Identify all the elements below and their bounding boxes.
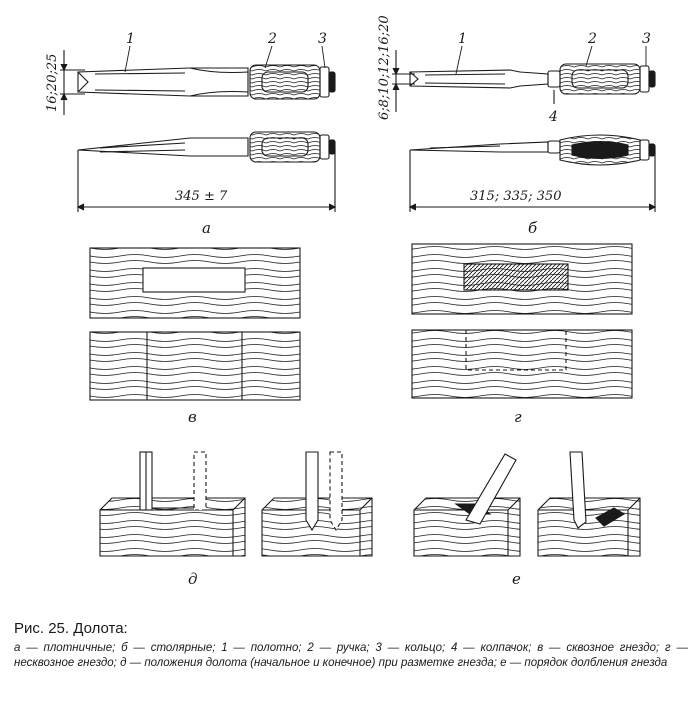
blind-mortise-side-board	[411, 329, 633, 399]
through-mortise-top-board	[89, 247, 301, 319]
label-blade-a: 1	[126, 31, 135, 47]
sublabel-e: е	[512, 570, 521, 588]
dim-thickness-a-text: 16;20;25	[45, 54, 60, 112]
sublabel-d: д	[188, 570, 198, 588]
marking-block-2	[261, 451, 373, 557]
chisel-figure: 1 2 3 1 2 3 4 16;20;25 6;8;10;12;16;20 3…	[45, 15, 657, 588]
dim-length-b-text: 315; 335; 350	[470, 189, 561, 204]
through-mortise-side-board	[89, 331, 301, 401]
label-ring-a: 3	[318, 31, 327, 47]
joiner-chisel-side-view	[409, 134, 656, 166]
sublabel-g: г	[514, 408, 522, 426]
dimension-thickness-b	[392, 50, 415, 112]
label-cap-b: 4	[548, 109, 558, 125]
dim-length-a-text: 345 ± 7	[175, 189, 228, 204]
chopping-block-1	[413, 453, 521, 557]
part-leader-lines	[124, 45, 647, 75]
marking-block-1	[99, 451, 246, 557]
joiner-chisel-top-view	[409, 63, 656, 104]
label-blade-b: 1	[458, 31, 467, 47]
label-ring-b: 3	[642, 31, 651, 47]
sublabel-b: б	[528, 219, 538, 237]
blind-mortise-top-board	[411, 243, 633, 315]
carpenter-chisel-side-view	[77, 131, 336, 163]
label-handle-a: 2	[267, 31, 277, 47]
label-handle-b: 2	[587, 31, 597, 47]
figure-caption: Рис. 25. Долота: а — плотничные; б — сто…	[14, 620, 688, 671]
dim-thickness-b-text: 6;8;10;12;16;20	[377, 15, 392, 120]
caption-title: Рис. 25. Долота:	[14, 620, 128, 637]
dimension-thickness-a	[60, 50, 85, 115]
sublabel-v: в	[188, 408, 197, 426]
chopping-block-2	[537, 451, 641, 557]
carpenter-chisel-top-view	[77, 64, 336, 100]
dimension-length-a	[76, 150, 337, 212]
caption-text: а — плотничные; б — столярные; 1 — полот…	[14, 642, 688, 669]
dimension-length-b	[408, 150, 657, 212]
sublabel-a: а	[202, 219, 211, 237]
